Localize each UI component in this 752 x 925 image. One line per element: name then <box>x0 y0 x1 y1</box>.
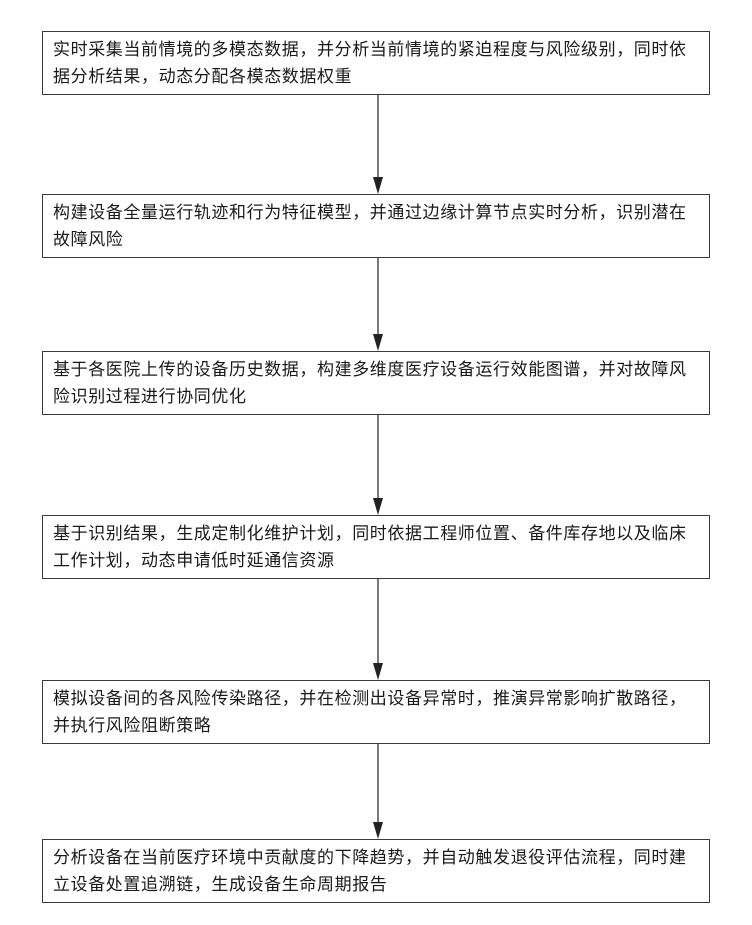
flow-step-1-text: 实时采集当前情境的多模态数据，并分析当前情境的紧迫程度与风险级别，同时依据分析结… <box>53 40 687 87</box>
flow-step-4-text: 基于识别结果，生成定制化维护计划，同时依据工程师位置、备件库存地以及临床工作计划… <box>53 524 687 571</box>
flow-arrow-2-to-3 <box>370 258 386 351</box>
flow-step-6: 分析设备在当前医疗环境中贡献度的下降趋势，并自动触发退役评估流程，同时建立设备处… <box>42 839 710 903</box>
flow-arrow-4-to-5 <box>370 579 386 680</box>
arrow-down-icon <box>370 744 386 839</box>
arrow-down-icon <box>370 258 386 351</box>
arrow-down-icon <box>370 95 386 194</box>
flow-step-1: 实时采集当前情境的多模态数据，并分析当前情境的紧迫程度与风险级别，同时依据分析结… <box>42 31 710 95</box>
flow-arrow-3-to-4 <box>370 415 386 515</box>
flow-step-5: 模拟设备间的各风险传染路径，并在检测出设备异常时，推演异常影响扩散路径，并执行风… <box>42 680 710 744</box>
arrow-down-icon <box>370 579 386 680</box>
flow-step-3: 基于各医院上传的设备历史数据，构建多维度医疗设备运行效能图谱，并对故障风险识别过… <box>42 351 710 415</box>
flow-step-5-text: 模拟设备间的各风险传染路径，并在检测出设备异常时，推演异常影响扩散路径，并执行风… <box>53 689 687 736</box>
flow-arrow-1-to-2 <box>370 95 386 194</box>
flow-arrow-5-to-6 <box>370 744 386 839</box>
arrow-down-icon <box>370 415 386 515</box>
flow-step-6-text: 分析设备在当前医疗环境中贡献度的下降趋势，并自动触发退役评估流程，同时建立设备处… <box>53 848 687 895</box>
flow-step-2-text: 构建设备全量运行轨迹和行为特征模型，并通过边缘计算节点实时分析，识别潜在故障风险 <box>53 203 687 250</box>
flow-step-3-text: 基于各医院上传的设备历史数据，构建多维度医疗设备运行效能图谱，并对故障风险识别过… <box>53 360 687 407</box>
flow-step-2: 构建设备全量运行轨迹和行为特征模型，并通过边缘计算节点实时分析，识别潜在故障风险 <box>42 194 710 258</box>
flow-step-4: 基于识别结果，生成定制化维护计划，同时依据工程师位置、备件库存地以及临床工作计划… <box>42 515 710 579</box>
